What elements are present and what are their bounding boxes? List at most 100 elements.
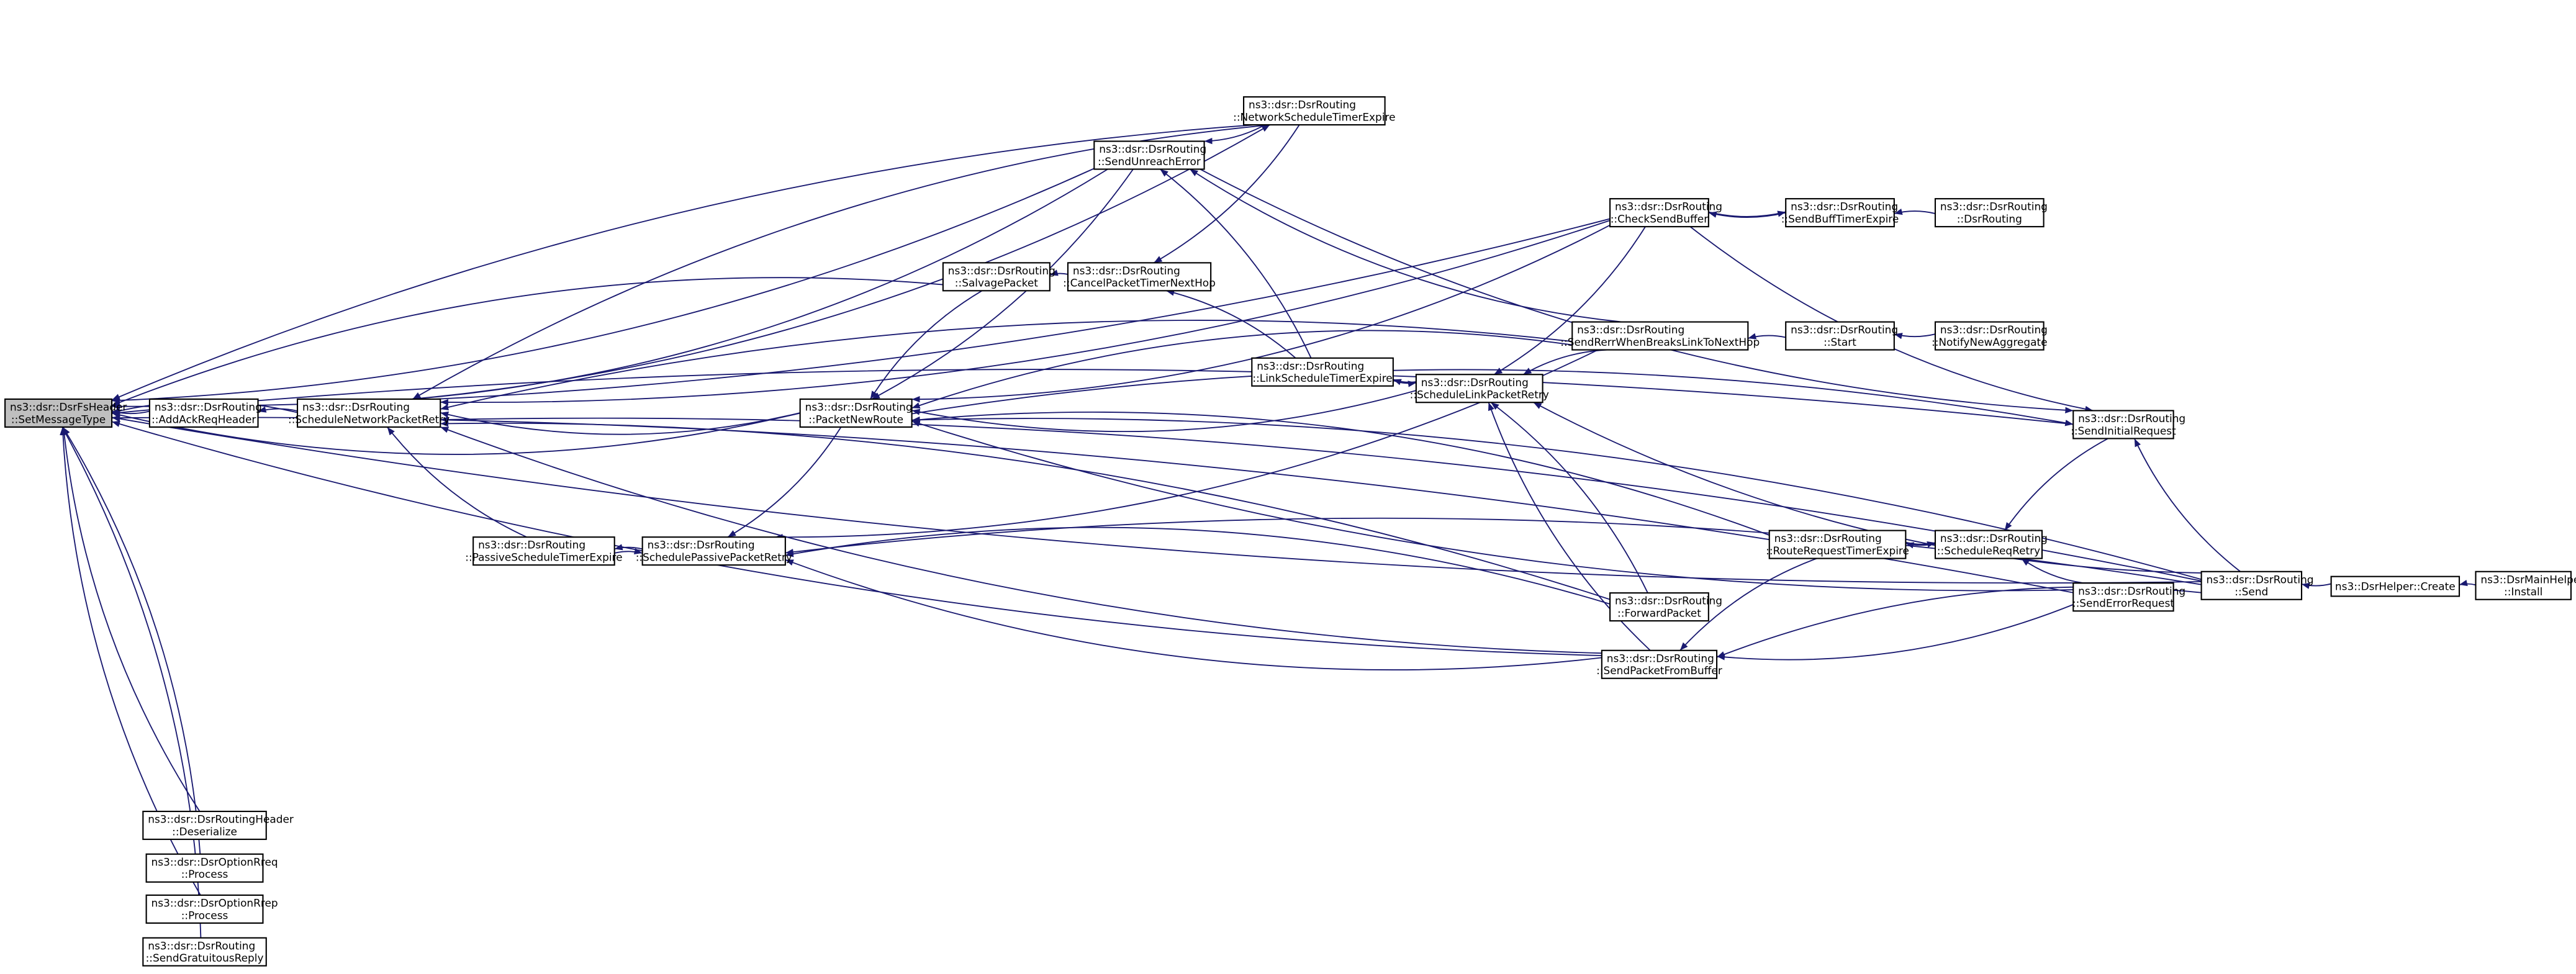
node-box <box>1768 530 1907 559</box>
node-label-line2: ::SendGratuitousReply <box>146 952 264 964</box>
call-edge-rerr-to-pnr <box>911 330 1573 409</box>
node-lste[interactable]: ns3::dsr::DsrRouting::LinkScheduleTimerE… <box>1251 357 1394 387</box>
call-edge-fwd-to-sppr <box>785 526 1611 605</box>
node-label-line2: ::AddAckReqHeader <box>151 413 256 425</box>
node-box <box>1243 96 1386 126</box>
node-box <box>472 536 615 566</box>
node-label-line2: ::SendUnreachError <box>1098 155 1201 168</box>
node-label-line1: ns3::dsr::DsrRouting <box>1940 201 2048 213</box>
node-label-line1: ns3::dsr::DsrRouting <box>648 539 755 551</box>
node-sir[interactable]: ns3::dsr::DsrRouting::SendInitialRequest <box>2071 410 2185 440</box>
node-label-line2: ::Install <box>2504 585 2542 598</box>
node-sppr[interactable]: ns3::dsr::DsrRouting::SchedulePassivePac… <box>636 536 792 566</box>
call-edge-slpr-to-pnr <box>911 390 1417 433</box>
node-nna[interactable]: ns3::dsr::DsrRouting::NotifyNewAggregate <box>1932 321 2048 351</box>
node-box <box>2072 582 2174 612</box>
node-grat[interactable]: ns3::dsr::DsrRouting::SendGratuitousRepl… <box>142 937 267 967</box>
call-edge-ser-to-pnr <box>911 420 2074 592</box>
node-label-line1: ns3::dsr::DsrRouting <box>1940 323 2048 336</box>
node-label-line2: ::ScheduleLinkPacketRetry <box>1410 389 1549 401</box>
node-label-line1: ns3::dsr::DsrRouting <box>302 400 410 413</box>
call-edge-sbte-to-csb <box>1708 211 1786 219</box>
call-edge-rerr-to-unreach <box>1189 168 1622 323</box>
node-label-line1: ns3::dsr::DsrOptionRrep <box>151 897 278 909</box>
node-box <box>1934 321 2045 351</box>
node-fwd[interactable]: ns3::dsr::DsrRouting::ForwardPacket <box>1609 592 1722 622</box>
node-rreq[interactable]: ns3::dsr::DsrOptionRreq::Process <box>145 853 278 883</box>
call-edge-install-to-create <box>2459 580 2476 587</box>
node-pnr[interactable]: ns3::dsr::DsrRouting::PacketNewRoute <box>799 398 913 428</box>
node-label-line2: ::Process <box>181 868 228 880</box>
node-pste[interactable]: ns3::dsr::DsrRouting::PassiveScheduleTim… <box>465 536 623 566</box>
node-box <box>1609 198 1709 228</box>
node-rrep[interactable]: ns3::dsr::DsrOptionRrep::Process <box>145 894 278 924</box>
call-edge-rerr-to-snpr <box>440 320 1573 411</box>
node-box <box>2072 410 2174 440</box>
node-label-line1: ns3::dsr::DsrRouting <box>1791 323 1898 336</box>
call-edge-fwd-to-snpr <box>440 420 1611 600</box>
call-edge-lste-to-unreach <box>1159 168 1312 359</box>
node-start[interactable]: ns3::dsr::DsrRouting::Start <box>1785 321 1898 351</box>
call-edge-ser-to-srr <box>2021 557 2084 584</box>
call-edge-pste-to-sppr <box>614 548 643 555</box>
node-label-line1: ns3::dsr::DsrRouting <box>155 400 262 413</box>
call-edge-lste-to-cancel <box>1166 289 1296 359</box>
call-edge-create-to-send <box>2301 582 2331 589</box>
call-edge-ser-to-spfb <box>1716 604 2074 661</box>
node-label-line1: ns3::dsr::DsrRouting <box>1249 99 1356 111</box>
node-label-line1: ns3::dsr::DsrRouting <box>1791 201 1898 213</box>
node-unreach[interactable]: ns3::dsr::DsrRouting::SendUnreachError <box>1093 140 1206 170</box>
node-srr[interactable]: ns3::dsr::DsrRouting::ScheduleReqRetry <box>1934 530 2048 559</box>
node-label-line1: ns3::dsr::DsrRouting <box>2207 573 2314 585</box>
call-edge-spfb-to-sppr <box>785 559 1602 671</box>
node-label-line1: ns3::dsr::DsrRouting <box>805 400 913 413</box>
node-create[interactable]: ns3::DsrHelper::Create <box>2330 575 2461 597</box>
node-sbte[interactable]: ns3::dsr::DsrRouting::SendBuffTimerExpir… <box>1781 198 1899 228</box>
node-label-line2: ::ScheduleReqRetry <box>1937 544 2040 557</box>
node-ser[interactable]: ns3::dsr::DsrRouting::SendErrorRequest <box>2072 582 2185 612</box>
node-box <box>142 811 267 841</box>
call-edge-pnr-to-sir <box>911 369 2074 426</box>
node-label-line2: ::PacketNewRoute <box>808 413 903 425</box>
call-edge-nste-to-cancel <box>1153 124 1300 264</box>
node-label-line2: ::Deserialize <box>172 825 237 837</box>
node-ctor[interactable]: ns3::dsr::DsrRouting::DsrRouting <box>1934 198 2048 228</box>
node-addack[interactable]: ns3::dsr::DsrRouting::AddAckReqHeader <box>148 398 262 428</box>
node-label-line1: ns3::dsr::DsrRoutingHeader <box>148 813 294 826</box>
node-box <box>2330 575 2461 597</box>
node-csb[interactable]: ns3::dsr::DsrRouting::CheckSendBuffer <box>1609 198 1722 228</box>
node-label-line1: ns3::dsr::DsrRouting <box>948 264 1055 277</box>
node-label-line1: ns3::dsr::DsrRouting <box>1073 264 1180 277</box>
call-edge-salvage-to-setmsg <box>111 277 943 407</box>
node-salvage[interactable]: ns3::dsr::DsrRouting::SalvagePacket <box>942 262 1055 292</box>
node-deser[interactable]: ns3::dsr::DsrRoutingHeader::Deserialize <box>142 811 294 841</box>
node-slpr[interactable]: ns3::dsr::DsrRouting::ScheduleLinkPacket… <box>1410 374 1549 404</box>
node-setmsg[interactable]: ns3::dsr::DsrFsHeader::SetMessageType <box>4 398 127 428</box>
call-edge-sppr-to-pste <box>614 544 643 551</box>
node-label-line1: ns3::dsr::DsrRouting <box>1257 359 1364 372</box>
node-send[interactable]: ns3::dsr::DsrRouting::Send <box>2200 570 2314 600</box>
call-edge-start-to-rerr <box>1748 333 1786 340</box>
node-box <box>148 398 259 428</box>
node-label-line2: ::NotifyNewAggregate <box>1932 336 2048 348</box>
node-snpr[interactable]: ns3::dsr::DsrRouting::ScheduleNetworkPac… <box>288 398 450 428</box>
call-edge-pnr-to-sppr <box>727 426 842 538</box>
node-cancel[interactable]: ns3::dsr::DsrRouting::CancelPacketTimerN… <box>1063 262 1216 292</box>
node-rrte[interactable]: ns3::dsr::DsrRouting::RouteRequestTimerE… <box>1766 530 1909 559</box>
call-edge-snpr-to-nste <box>412 124 1270 400</box>
node-box <box>1609 592 1709 622</box>
node-box <box>145 853 264 883</box>
node-spfb[interactable]: ns3::dsr::DsrRouting::SendPacketFromBuff… <box>1596 649 1722 679</box>
node-label-line2: ::CheckSendBuffer <box>1611 213 1708 225</box>
nodes: ns3::dsr::DsrFsHeader::SetMessageTypens3… <box>4 96 2576 967</box>
node-rerr[interactable]: ns3::dsr::DsrRouting::SendRerrWhenBreaks… <box>1560 321 1760 351</box>
node-nste[interactable]: ns3::dsr::DsrRouting::NetworkScheduleTim… <box>1233 96 1396 126</box>
node-install[interactable]: ns3::DsrMainHelper::Install <box>2475 570 2576 600</box>
node-label-line1: ns3::dsr::DsrRouting <box>1615 595 1722 607</box>
node-box <box>1934 530 2043 559</box>
call-edge-spfb-to-snpr <box>440 426 1602 654</box>
node-box <box>1785 198 1895 228</box>
node-box <box>296 398 441 428</box>
node-box <box>2200 570 2303 600</box>
